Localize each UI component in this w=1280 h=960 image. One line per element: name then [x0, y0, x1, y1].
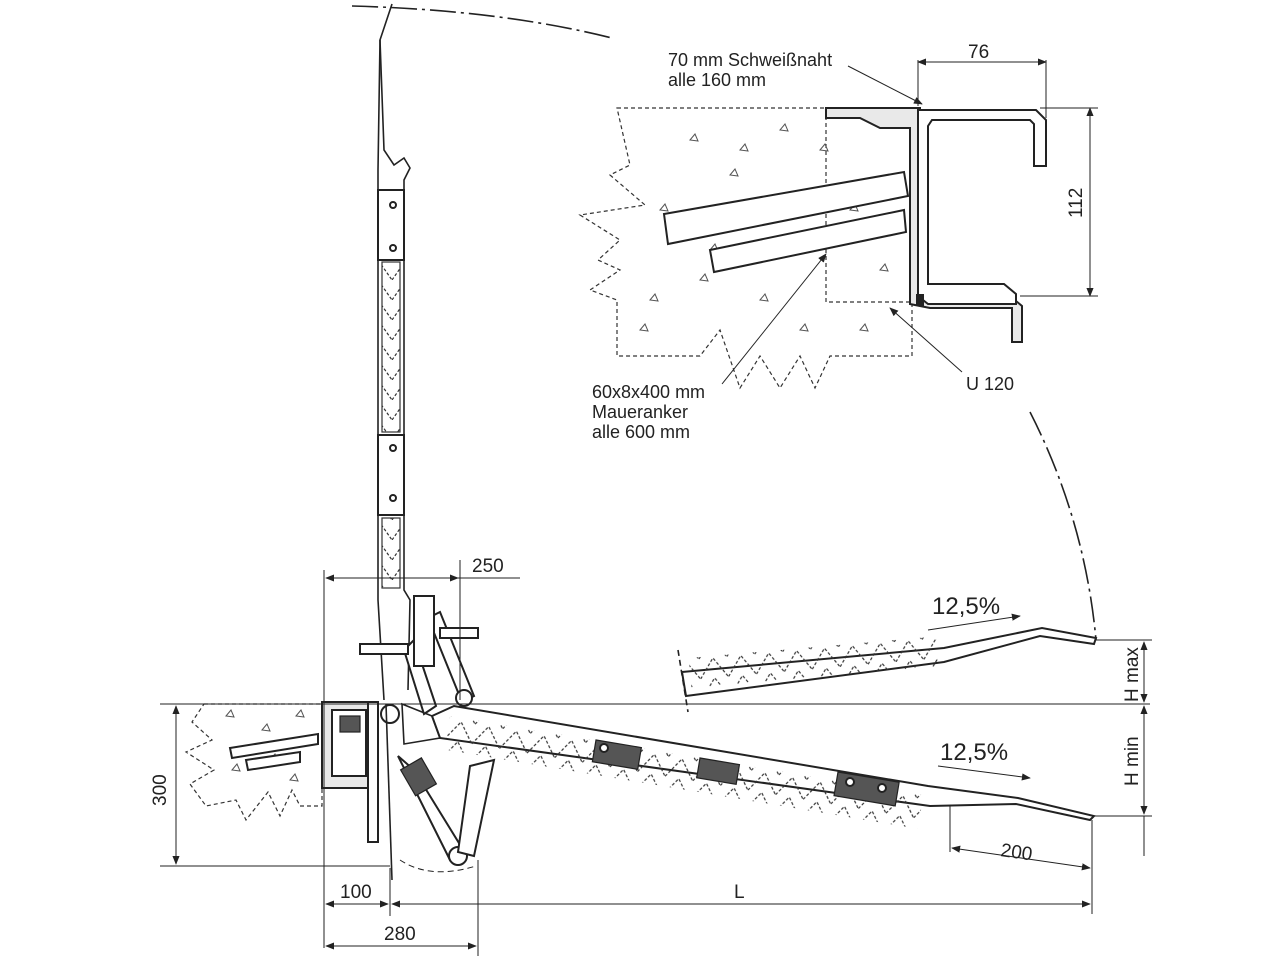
channel-callout: U 120 — [966, 374, 1014, 394]
dim-top-offset: 250 — [472, 556, 504, 577]
wall-anchor-lower — [708, 208, 908, 274]
swing-arc-right — [1029, 411, 1097, 641]
slope-lower: 12,5% — [940, 739, 1008, 766]
slope-upper: 12,5% — [932, 593, 1000, 620]
dim-detail-width: 76 — [968, 42, 989, 63]
leveler-raised-position — [677, 626, 1098, 713]
dim-h-max: H max — [1122, 647, 1143, 702]
weld-callout-line1: 70 mm Schweißnaht — [668, 50, 832, 70]
dim-wall-height: 300 — [150, 774, 171, 806]
swing-arc-upper — [351, 5, 613, 39]
detail-wall-anchorage — [578, 107, 1047, 390]
dim-lip-length: 200 — [999, 840, 1033, 865]
anchor-callout-line1: 60x8x400 mm — [592, 382, 705, 402]
dim-h-min: H min — [1122, 736, 1143, 786]
dim-length: L — [734, 882, 745, 903]
vertical-leveler-plate — [377, 3, 411, 701]
dim-offset-100: 100 — [340, 882, 372, 903]
leveler-lowered-position — [430, 704, 1096, 829]
base-assembly — [184, 595, 496, 881]
dim-offset-280: 280 — [384, 924, 416, 945]
wall-anchor-upper — [662, 170, 910, 246]
anchor-callout-line2: Maueranker — [592, 402, 688, 422]
anchor-callout-line3: alle 600 mm — [592, 422, 690, 442]
weld-callout-line2: alle 160 mm — [668, 70, 766, 90]
dim-detail-height: 112 — [1066, 188, 1087, 218]
c-profile — [917, 109, 1047, 305]
